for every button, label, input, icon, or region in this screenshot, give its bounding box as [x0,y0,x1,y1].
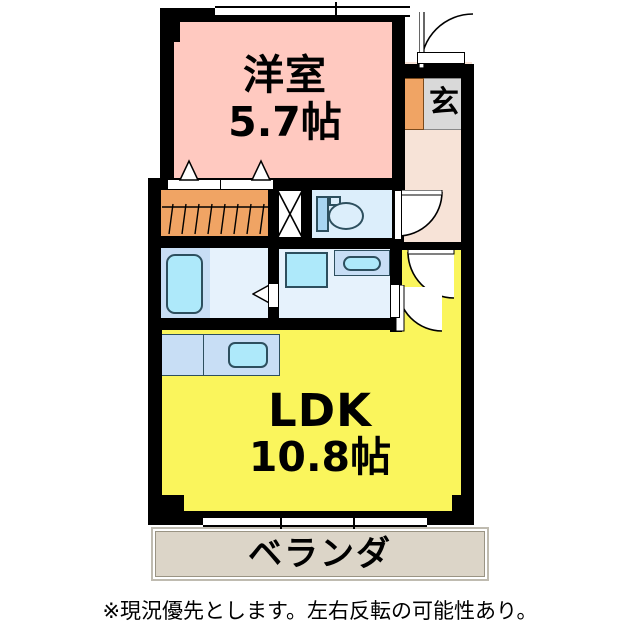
closet-rod-icon [162,203,268,235]
wall-toilet-bottom [268,238,392,249]
washing-machine-icon [285,252,328,288]
wall-mid-left [148,178,161,330]
veranda-sliding-window [203,516,427,527]
toilet-bowl-icon [328,202,364,230]
wall-genkan-right [461,64,474,244]
ldk-size-label: 10.8帖 [248,433,392,481]
bedroom-window-2 [337,6,410,17]
wall-ldk-left [148,318,162,523]
footnote-text: ※現況優先とします。左右反転の可能性あり。 [102,599,538,623]
bedroom-name-label: 洋室 [243,51,327,99]
bedroom-window [215,6,335,17]
veranda-label: ベランダ [248,534,392,574]
wall-closet-bottom [148,236,272,248]
ldk-door-arc-icon[interactable] [406,250,462,302]
vanity-basin-icon [343,256,381,271]
veranda-fill [155,531,485,577]
bathtub-icon [166,254,203,314]
wall-closet-right [268,178,279,240]
entrance-door-leaf[interactable] [417,52,465,64]
kitchen-counter-divider [203,334,204,376]
bedroom-window-mullion [335,2,337,20]
ldk-name-label: LDK [268,384,372,437]
room-bedroom-fill [175,20,395,180]
kitchen-sink-icon [228,342,268,368]
washroom-door-arc-icon[interactable] [396,285,450,335]
storage-x-icon [277,190,303,238]
veranda-window-mullion-2 [353,514,355,529]
wall-washroom-bottom [279,318,402,330]
closet-door-panel-right[interactable] [221,179,273,190]
closet-door-triangles-icon [178,159,272,181]
bedroom-size-label: 5.7帖 [228,98,342,146]
wall-bath-bottom [148,318,280,330]
wall-bedroom-left [160,30,174,190]
veranda-outer-frame [151,527,489,581]
wall-ldk-right [461,242,474,523]
bath-door-jamb [268,283,279,308]
closet-fill [160,190,270,238]
veranda-window-mullion-1 [280,514,282,529]
wall-ldk-top-segment [392,242,462,250]
wall-bedroom-right [392,8,405,190]
wall-storage-right [301,178,312,240]
toilet-door-leaf[interactable] [394,190,402,240]
washroom-door-jamb [390,284,400,318]
wall-genkan-top [392,64,474,78]
genkan-label: 玄 [429,85,459,120]
toilet-door-arc-icon[interactable] [396,190,450,240]
